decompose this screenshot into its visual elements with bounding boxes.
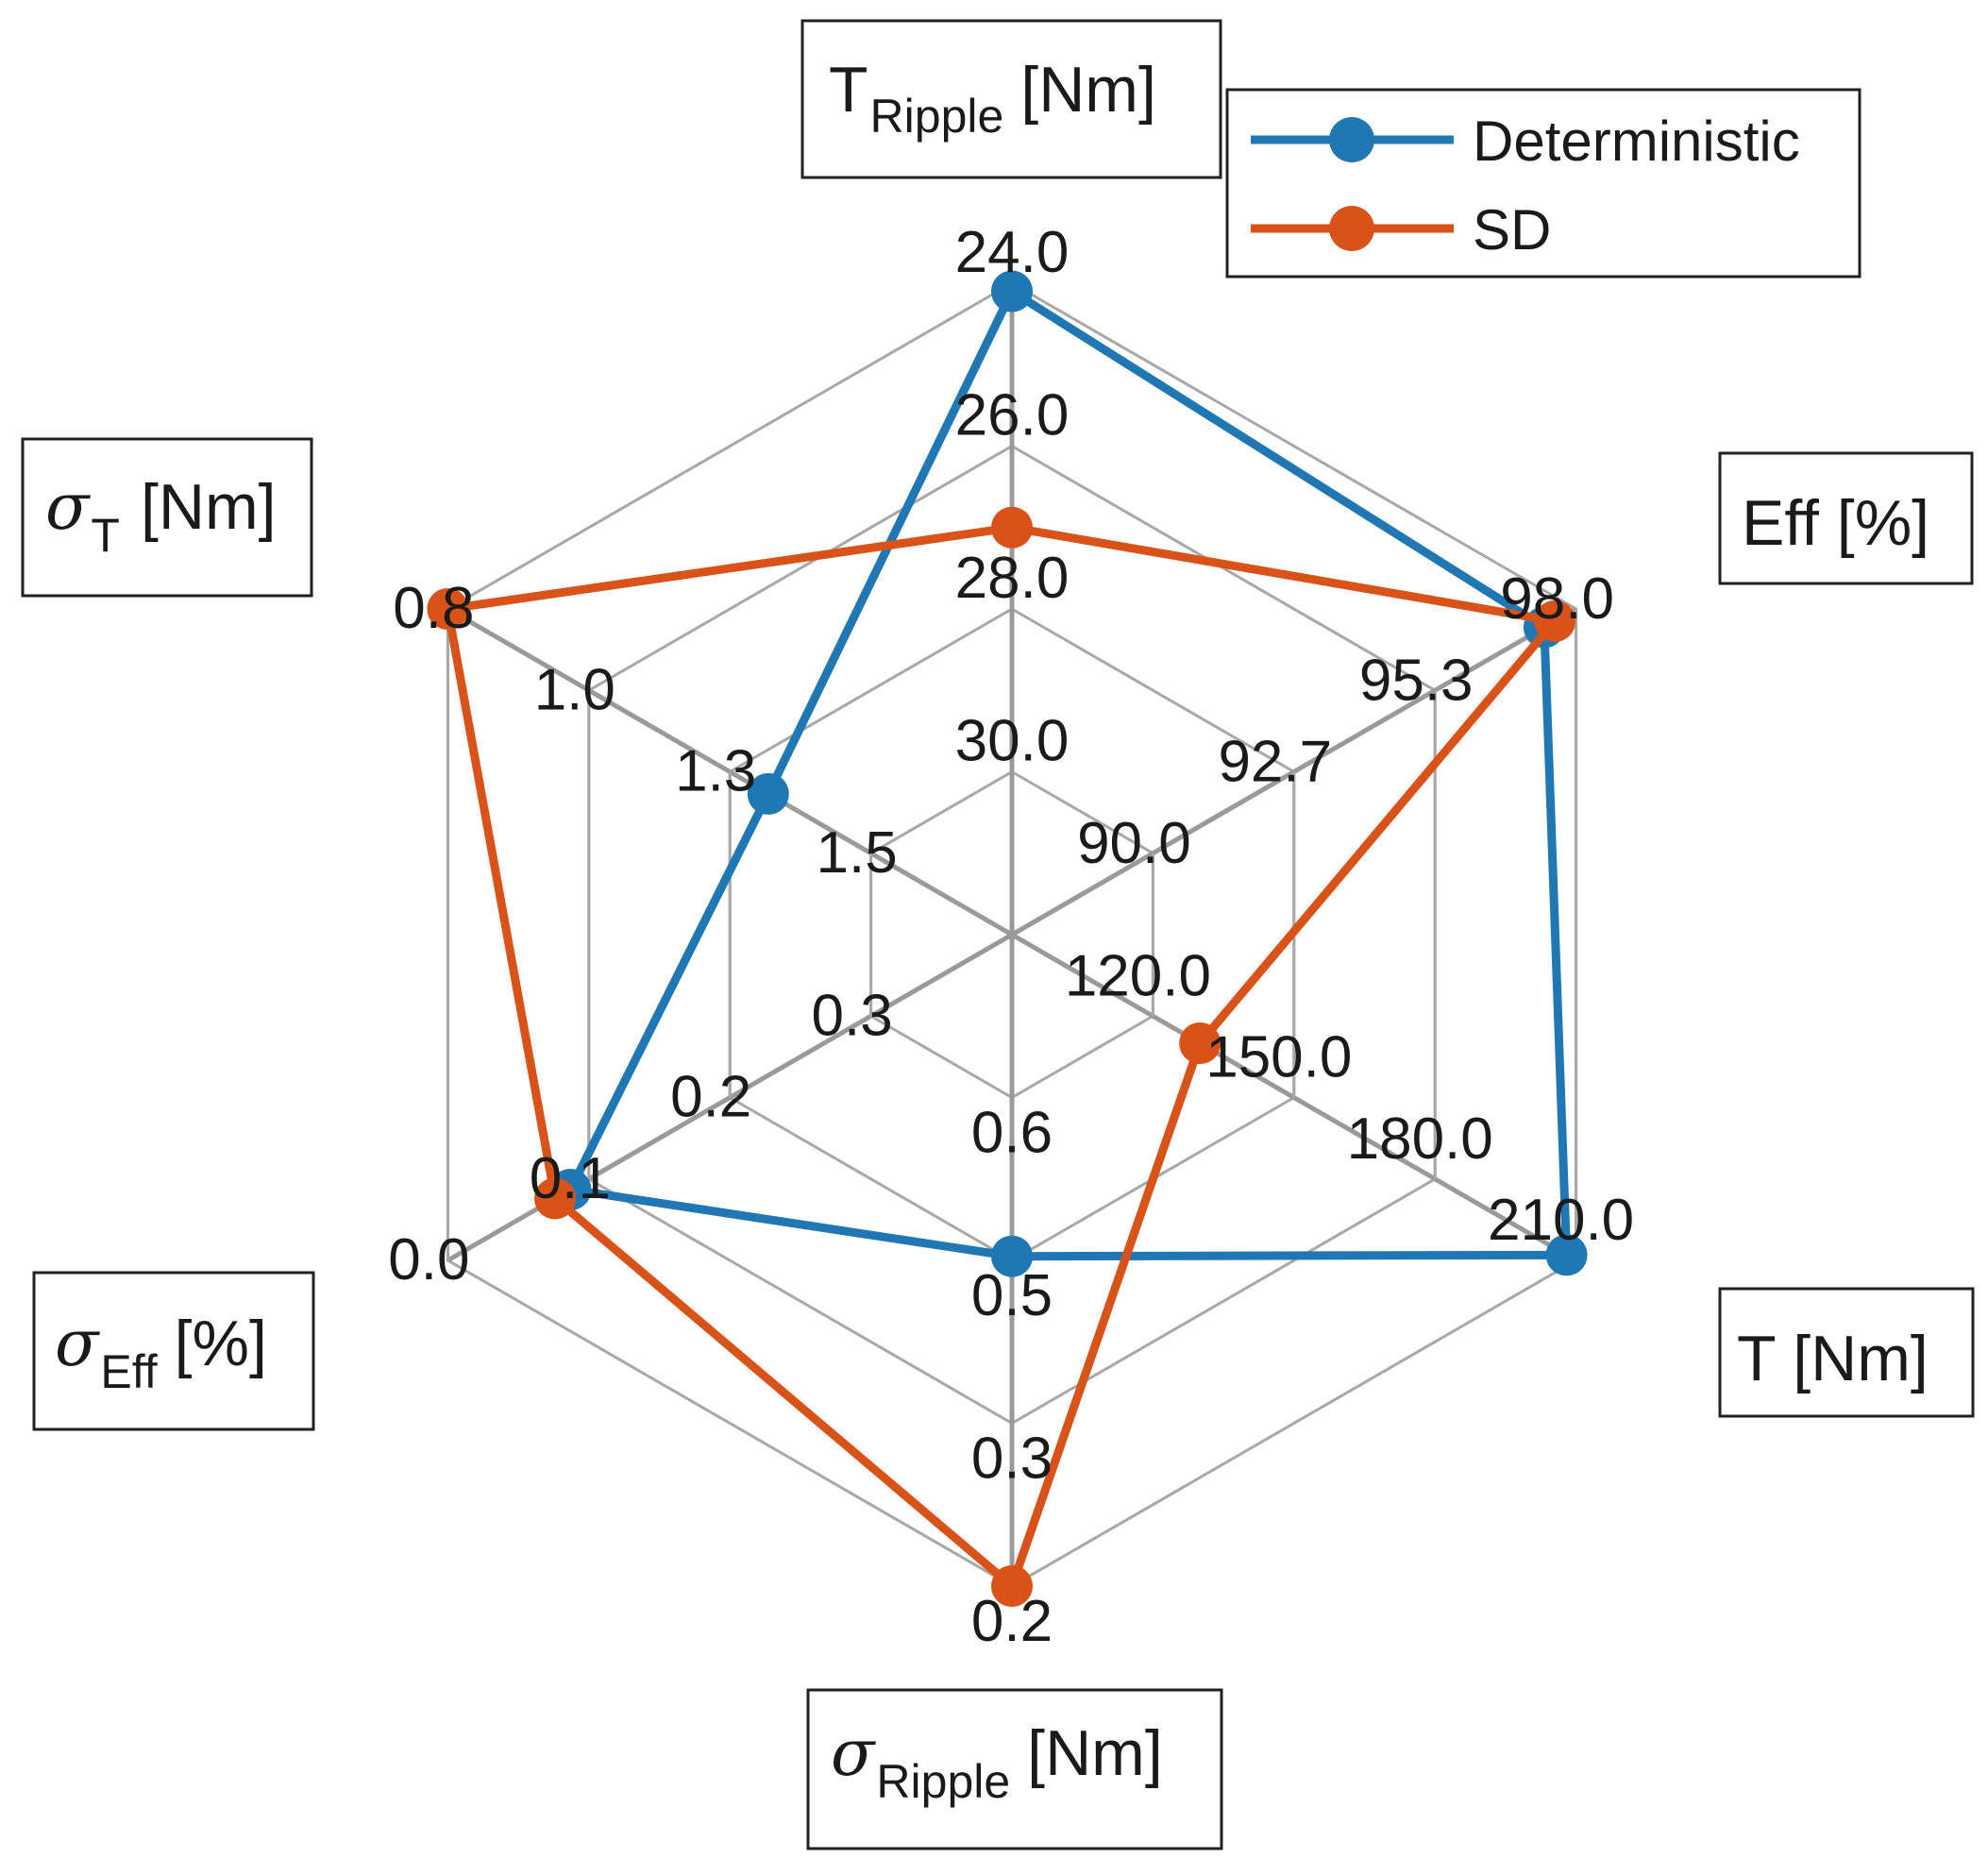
axis-title-eff: Eff [%] [1718, 451, 1974, 585]
legend-label: SD [1473, 198, 1551, 262]
axis-unit: [Nm] [1020, 54, 1156, 126]
tick-label: 95.3 [1359, 648, 1474, 713]
axis-unit: Eff [%] [1742, 487, 1929, 559]
data-point [534, 1177, 576, 1220]
axis-title-sigma-eff: σEff [%] [32, 1271, 315, 1431]
tick-label: 28.0 [955, 546, 1070, 611]
tick-label: 0.0 [388, 1227, 469, 1292]
tick-label: 150.0 [1205, 1025, 1352, 1090]
tick-label: 180.0 [1347, 1106, 1493, 1172]
axis-title-sigma-t: σT [Nm] [21, 437, 313, 598]
tick-label: 0.8 [393, 576, 474, 641]
axis-subscript: T [91, 509, 120, 562]
tick-label: 98.0 [1500, 566, 1614, 632]
radar-series [427, 270, 1588, 1607]
data-point [1534, 600, 1576, 642]
data-point [991, 270, 1033, 312]
tick-label: 0.2 [971, 1589, 1053, 1654]
tick-label: 30.0 [955, 709, 1070, 774]
svg-text:σT[Nm]: σT [Nm] [45, 470, 277, 562]
axis-unit: [%] [175, 1308, 267, 1379]
legend-item-deterministic: Deterministic [1251, 110, 1800, 173]
tick-label: 210.0 [1488, 1188, 1634, 1253]
tick-label: 1.3 [675, 739, 756, 804]
tick-label: 0.5 [971, 1263, 1053, 1328]
tick-label: 0.1 [530, 1146, 611, 1211]
axis-unit: [Nm] [141, 471, 277, 543]
axis-symbol: σ [831, 1716, 876, 1791]
data-point [1545, 1234, 1588, 1276]
tick-label: 120.0 [1065, 943, 1211, 1008]
tick-label: 92.7 [1218, 730, 1332, 795]
axis-symbol: T [829, 54, 868, 126]
axis-unit: [Nm] [1027, 1717, 1163, 1789]
legend-item-sd: SD [1251, 198, 1551, 262]
data-point [427, 588, 469, 630]
axis-title-sigma-ripple: σRipple [Nm] [806, 1688, 1223, 1850]
legend: Deterministic SD [1225, 88, 1862, 279]
data-point [991, 506, 1033, 549]
tick-label: 1.5 [816, 820, 897, 886]
tick-label: 0.2 [670, 1065, 751, 1130]
axis-title-t-ripple: TRipple [Nm] [800, 19, 1222, 179]
axis-symbol: σ [55, 1307, 100, 1381]
legend-label: Deterministic [1473, 110, 1800, 173]
axis-symbol: σ [45, 470, 91, 545]
axis-unit: T [Nm] [1737, 1323, 1929, 1394]
svg-text:σEff[%]: σEff [%] [55, 1307, 267, 1398]
axis-subscript: Ripple [870, 90, 1004, 143]
axis-title-torque: T [Nm] [1718, 1287, 1975, 1418]
tick-label: 24.0 [955, 220, 1070, 285]
tick-label: 0.3 [811, 983, 892, 1048]
radar-grid [446, 281, 1578, 1588]
tick-label: 0.6 [971, 1101, 1053, 1166]
tick-label: 26.0 [955, 383, 1070, 448]
tick-label: 1.0 [534, 657, 615, 722]
data-point [991, 1235, 1033, 1277]
data-point [991, 1565, 1033, 1607]
data-point [747, 772, 789, 815]
axis-subscript: Eff [100, 1345, 157, 1398]
grid-spoke [446, 606, 1577, 1263]
axis-subscript: Ripple [876, 1755, 1010, 1808]
legend-swatch-marker [1329, 117, 1374, 162]
tick-label: 0.3 [971, 1427, 1053, 1492]
svg-text:σRipple[Nm]: σRipple [Nm] [831, 1716, 1163, 1808]
tick-labels: 30.0 28.0 26.0 24.0 90.0 92.7 95.3 98.0 120.0 150… [388, 220, 1634, 1654]
series-sd [427, 506, 1576, 1607]
tick-label: 90.0 [1077, 811, 1191, 876]
svg-text:TRipple[Nm]: TRipple [Nm] [829, 54, 1156, 143]
legend-swatch-marker [1329, 206, 1374, 251]
data-point [1179, 1022, 1221, 1064]
